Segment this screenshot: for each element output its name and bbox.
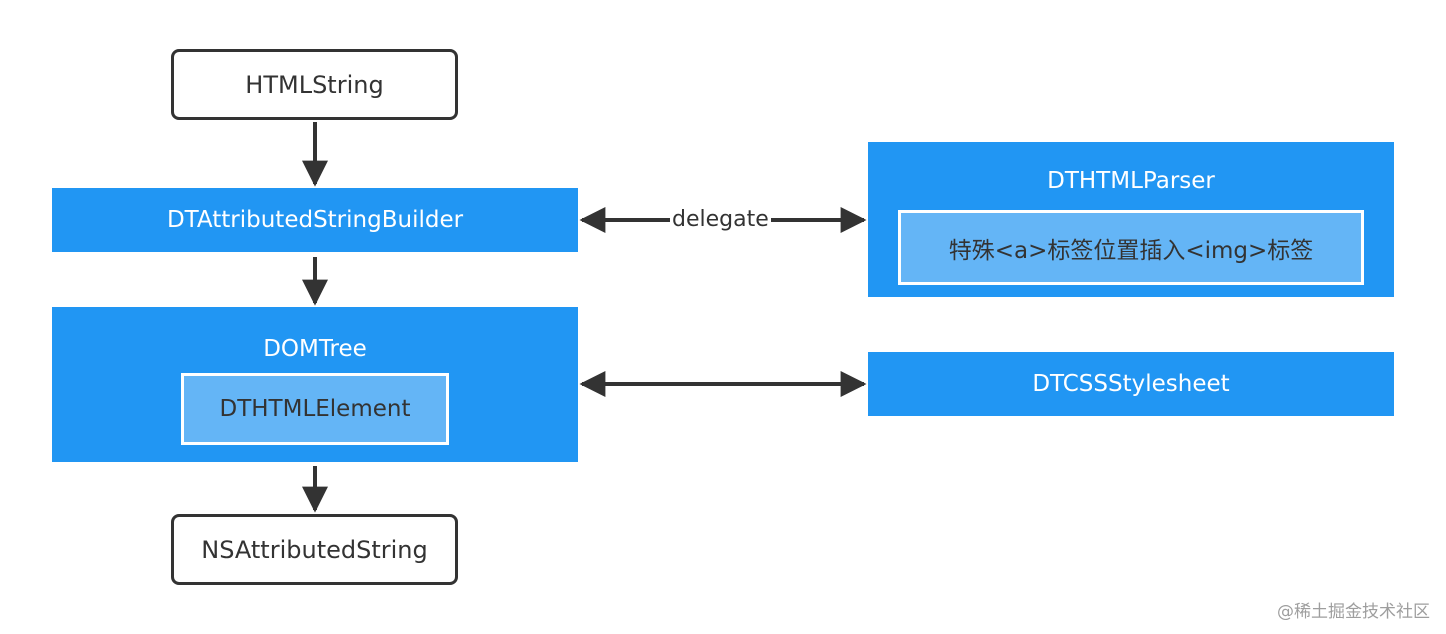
node-html-string-label: HTMLString bbox=[245, 70, 384, 99]
delegate-label: delegate bbox=[670, 206, 771, 234]
node-dom-tree-inner: DTHTMLElement bbox=[181, 373, 449, 445]
node-parser-title: DTHTMLParser bbox=[1047, 168, 1215, 194]
node-dom-tree-title: DOMTree bbox=[263, 336, 367, 362]
watermark: @稀土掘金技术社区 bbox=[1277, 602, 1430, 622]
node-parser-inner: 特殊<a>标签位置插入<img>标签 bbox=[898, 210, 1364, 285]
node-stylesheet-label: DTCSSStylesheet bbox=[1032, 371, 1230, 397]
node-builder: DTAttributedStringBuilder bbox=[52, 188, 578, 252]
node-dom-tree: DOMTree DTHTMLElement bbox=[52, 307, 578, 462]
node-stylesheet: DTCSSStylesheet bbox=[868, 352, 1394, 416]
node-parser: DTHTMLParser 特殊<a>标签位置插入<img>标签 bbox=[868, 142, 1394, 297]
node-builder-label: DTAttributedStringBuilder bbox=[166, 207, 464, 233]
node-html-string: HTMLString bbox=[171, 49, 458, 120]
node-ns-attributed-string-label: NSAttributedString bbox=[201, 535, 428, 564]
node-ns-attributed-string: NSAttributedString bbox=[171, 514, 458, 585]
node-parser-inner-label: 特殊<a>标签位置插入<img>标签 bbox=[948, 237, 1314, 264]
node-dom-tree-inner-label: DTHTMLElement bbox=[219, 396, 411, 422]
